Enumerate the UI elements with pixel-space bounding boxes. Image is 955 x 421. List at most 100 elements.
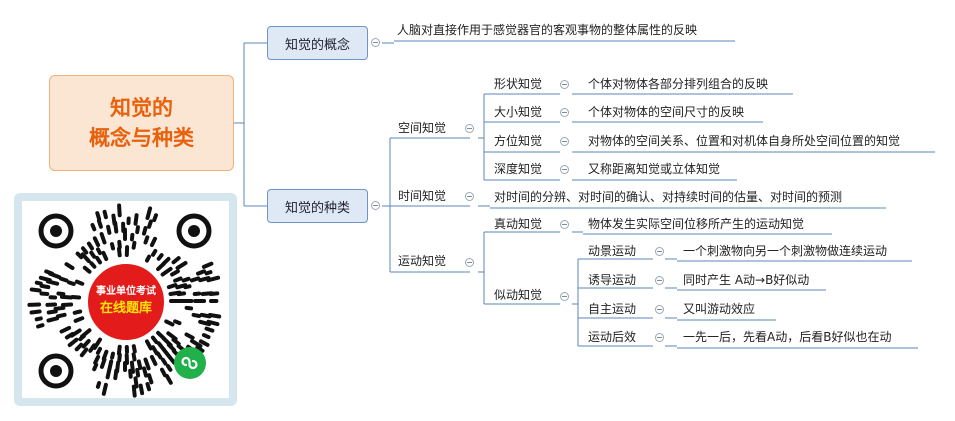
apparent-item-desc: 一个刺激物向另一个刺激物做连续运动 [683, 244, 888, 258]
qr-dot [166, 364, 173, 372]
topic-types[interactable]: 知觉的种类 [267, 189, 368, 223]
space-item-label[interactable]: 大小知觉 [494, 105, 543, 119]
qr-dot [29, 309, 42, 315]
qr-dot [58, 276, 69, 283]
time-label[interactable]: 时间知觉 [398, 189, 447, 203]
apparent-item-label[interactable]: 自主运动 [588, 302, 637, 316]
qr-dot [165, 374, 173, 385]
qr-dot [95, 381, 102, 389]
qr-dot [64, 262, 75, 270]
qr-dot [191, 312, 202, 318]
qr-dot [143, 235, 150, 245]
qr-dot [34, 280, 43, 286]
root-title-line1: 知觉的 [110, 96, 173, 120]
qr-dot [166, 353, 177, 365]
qr-dot [78, 334, 86, 342]
apparent-item-label[interactable]: 运动后效 [588, 330, 637, 344]
collapse-icon[interactable] [655, 276, 664, 285]
space-item-desc: 又称距离知觉或立体知觉 [588, 162, 721, 176]
space-item-desc: 个体对物体各部分排列组合的反映 [588, 77, 769, 91]
space-item-desc: 个体对物体的空间尺寸的反映 [588, 105, 745, 119]
apparent-item-label[interactable]: 诱导运动 [588, 273, 637, 287]
qr-dot [173, 319, 182, 326]
qr-dot [74, 342, 84, 352]
qr-dot [142, 226, 148, 236]
collapse-icon[interactable] [465, 124, 474, 133]
qr-dot [129, 360, 135, 374]
real-motion-label[interactable]: 真动知觉 [494, 217, 543, 231]
qr-dot [138, 383, 145, 396]
qr-dot [86, 241, 94, 251]
qr-dot [149, 354, 158, 366]
qr-dot [145, 254, 152, 263]
qr-dot [206, 319, 220, 327]
qr-dot [135, 225, 140, 235]
qr-dot [59, 325, 72, 334]
topic-concept[interactable]: 知觉的概念 [267, 26, 368, 60]
qr-dot [46, 316, 60, 323]
space-item-label[interactable]: 深度知觉 [494, 162, 543, 176]
qr-dot [201, 333, 211, 340]
collapse-icon[interactable] [465, 192, 474, 201]
concept-desc: 人脑对直接作用于感觉器官的客观事物的整体属性的反映 [397, 23, 698, 37]
qr-dot [184, 332, 195, 340]
qr-dot [36, 323, 45, 329]
qr-dot [175, 283, 188, 290]
qr-dot [166, 342, 176, 352]
qr-dot [156, 253, 164, 261]
qr-dot [39, 283, 51, 290]
qr-finder-ring [38, 213, 74, 249]
qr-dot [117, 246, 122, 258]
qr-dot [67, 337, 79, 348]
qr-dot [56, 291, 66, 297]
apparent-motion-label[interactable]: 似动知觉 [494, 288, 543, 302]
apparent-item-desc: 一先一后，先看A动，后看B好似也在动 [683, 330, 892, 344]
qr-dot [181, 276, 191, 283]
collapse-icon[interactable] [560, 137, 569, 146]
motion-label[interactable]: 运动知觉 [398, 254, 447, 268]
apparent-item-desc: 同时产生 A动→B好似动 [683, 273, 810, 287]
qr-dot [170, 269, 180, 277]
collapse-icon[interactable] [560, 165, 569, 174]
qr-dot [55, 312, 67, 319]
qr-dot [164, 319, 175, 327]
qr-dot [204, 270, 213, 276]
collapse-icon[interactable] [560, 220, 569, 229]
qr-dot [147, 219, 153, 229]
qr-dot [195, 345, 205, 353]
space-item-label[interactable]: 形状知觉 [494, 77, 543, 91]
qr-dot [206, 275, 221, 283]
collapse-icon[interactable] [560, 292, 569, 301]
qr-finder-center [50, 225, 62, 237]
collapse-icon[interactable] [655, 333, 664, 342]
space-label[interactable]: 空间知觉 [398, 121, 447, 135]
qr-dot [152, 213, 158, 223]
qr-dot [143, 357, 151, 371]
qr-dot [131, 240, 137, 250]
qr-dot [99, 232, 107, 245]
qr-dot [151, 249, 158, 257]
qr-dot [145, 206, 153, 220]
apparent-item-label[interactable]: 动景运动 [588, 244, 637, 258]
collapse-icon[interactable] [560, 108, 569, 117]
qr-dot [198, 339, 210, 347]
collapse-icon[interactable] [371, 201, 380, 210]
root-topic[interactable]: 知觉的 概念与种类 [49, 75, 234, 171]
qr-badge-line1: 事业单位考试 [96, 286, 156, 297]
space-item-label[interactable]: 方位知觉 [494, 134, 543, 148]
qr-dot [59, 294, 74, 300]
qr-dot [46, 309, 58, 315]
collapse-icon[interactable] [655, 305, 664, 314]
qr-dot [95, 346, 102, 355]
collapse-icon[interactable] [465, 258, 474, 267]
qr-dot [129, 232, 135, 242]
collapse-icon[interactable] [560, 80, 569, 89]
collapse-icon[interactable] [655, 247, 664, 256]
qr-dot [176, 291, 187, 297]
qr-dot [117, 203, 122, 218]
collapse-icon[interactable] [371, 38, 380, 47]
qr-dot [96, 247, 102, 256]
qr-finder-center [188, 225, 200, 237]
qr-dot [198, 276, 211, 283]
